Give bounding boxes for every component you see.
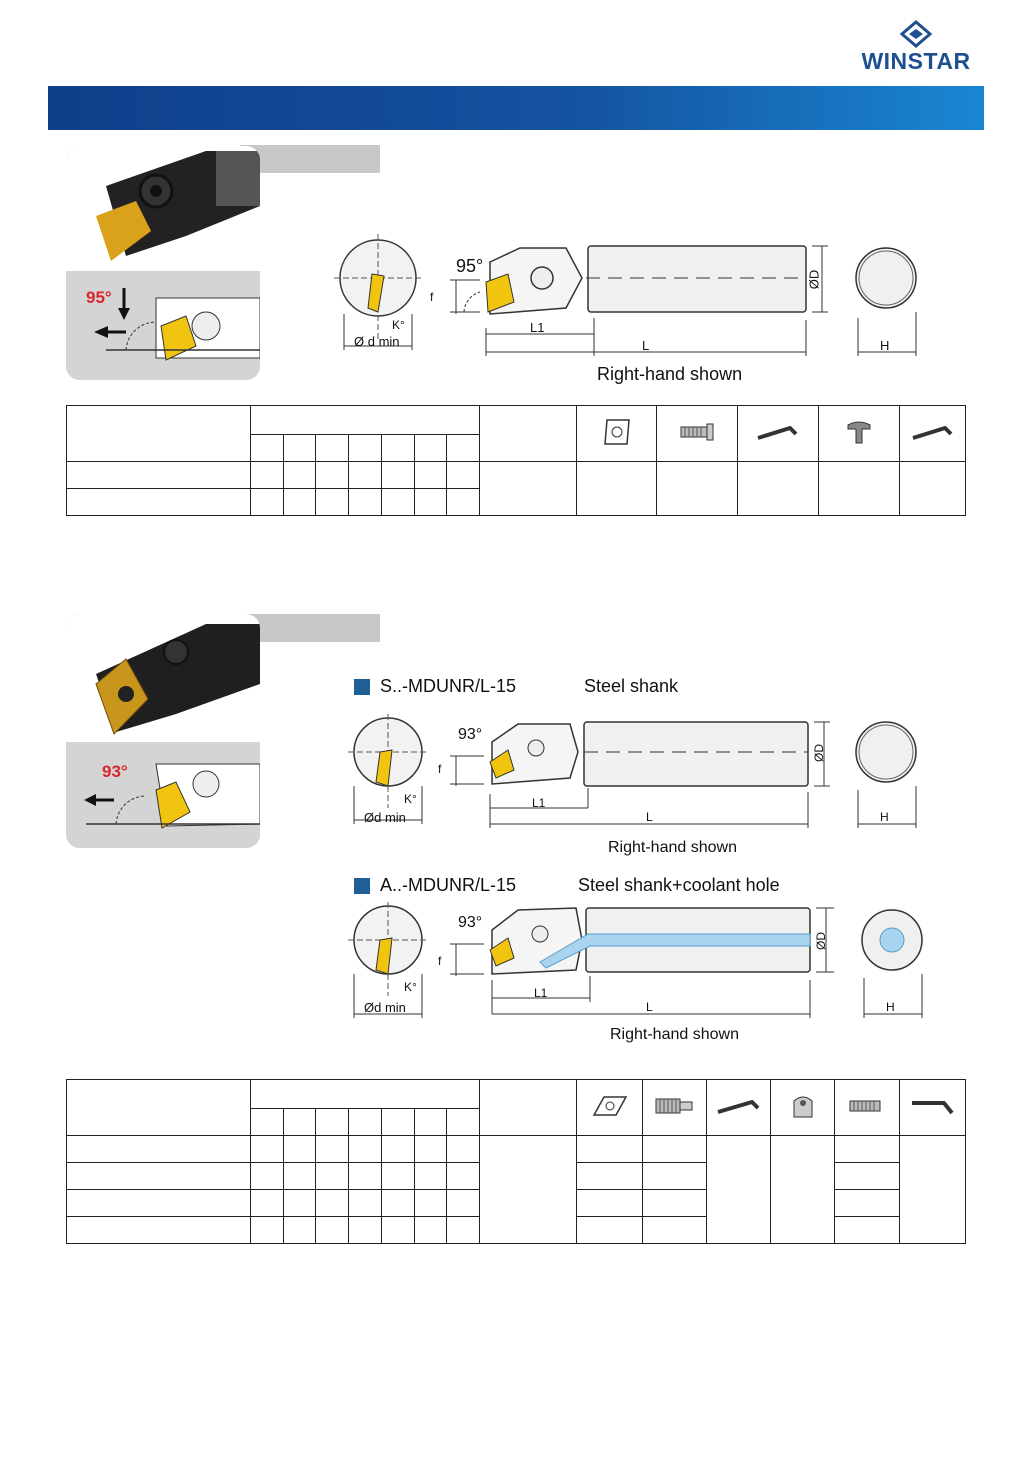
variant-a-code: S..-MDUNR/L-15 (380, 676, 517, 696)
header-banner (48, 86, 984, 130)
screw-icon (656, 405, 739, 462)
wrench-icon (706, 1079, 772, 1136)
variant-a-angle: 93° (458, 726, 483, 743)
variant-a-h-label: H (880, 810, 889, 824)
dim-dmin-label: Ø d min (354, 334, 400, 349)
variant-a-caption: Right-hand shown (608, 839, 737, 856)
dim-h-label: H (880, 338, 890, 353)
variant-b-code: A..-MDUNR/L-15 (380, 875, 517, 895)
header-dimensions (249, 1079, 481, 1109)
header-insert (479, 405, 578, 462)
variant-b-l1-label: L1 (534, 986, 548, 1000)
variant-b-l-label: L (646, 1000, 653, 1014)
dim-d-label: ØD (806, 269, 822, 290)
section2-tag-bar (240, 614, 380, 642)
clamp-icon (770, 1079, 836, 1136)
header-part-number (66, 405, 251, 462)
variant-b-k-label: K° (404, 980, 417, 994)
section1-spec-table (66, 405, 967, 516)
variant-a-l1-label: L1 (532, 796, 546, 810)
header-dimensions (249, 405, 481, 435)
diagram-angle-label: 95° (456, 256, 484, 276)
variant-a-d-label: ØD (812, 744, 826, 762)
variant-b-d-label: ØD (814, 932, 828, 950)
series-square-icon (354, 877, 370, 894)
variant-b-angle: 93° (458, 914, 483, 931)
variant-b-desc: Steel shank+coolant hole (578, 875, 780, 895)
header-part-number (66, 1079, 251, 1136)
section1-diagram: 95° f K° Ø d min L1 L ØD H (330, 232, 930, 362)
logo-mark-icon (899, 20, 933, 48)
series-square-icon (354, 678, 370, 695)
variant-a-desc: Steel shank (584, 676, 679, 696)
section1-photo: 95° (66, 146, 260, 380)
section1-tag-bar (240, 145, 380, 173)
hex-key-icon (899, 405, 967, 462)
variant-b-dmin-label: Ød min (364, 1000, 406, 1015)
variant-a-f-label: f (438, 762, 442, 776)
variant-b-f-label: f (438, 954, 442, 968)
variant-a-dmin-label: Ød min (364, 810, 406, 825)
variant-b-h-label: H (886, 1000, 895, 1014)
section2-photo-angle: 93° (102, 762, 128, 781)
variant-a-header: S..-MDUNR/L-15 (354, 676, 516, 697)
insert-icon (576, 405, 658, 462)
hex-key-icon (899, 1079, 967, 1136)
dim-l1-label: L1 (530, 320, 545, 335)
section1-photo-angle: 95° (86, 288, 112, 307)
brand-logo: WINSTAR (846, 20, 986, 74)
variant-b-caption: Right-hand shown (610, 1026, 739, 1043)
section1-caption: Right-hand shown (597, 364, 743, 384)
dim-k-label: K° (392, 318, 405, 332)
section2-photo: 93° (66, 614, 260, 848)
brand-name: WINSTAR (861, 48, 971, 74)
variant-a-k-label: K° (404, 792, 417, 806)
dim-l-label: L (642, 338, 650, 353)
screw-icon (834, 1079, 901, 1136)
variant-a-l-label: L (646, 810, 653, 824)
variant-b-header: A..-MDUNR/L-15 (354, 875, 516, 896)
section2-spec-table (66, 1079, 967, 1244)
variant-b-diagram: 93° f K° Ød min L1 L ØD H (340, 900, 940, 1020)
variant-a-diagram: 93° f K° Ød min L1 L ØD H (340, 712, 940, 832)
dim-f-label: f (430, 290, 434, 304)
insert-icon (576, 1079, 644, 1136)
header-insert (479, 1079, 578, 1136)
clamp-icon (818, 405, 901, 462)
wrench-icon (737, 405, 820, 462)
shim-screw-icon (642, 1079, 708, 1136)
